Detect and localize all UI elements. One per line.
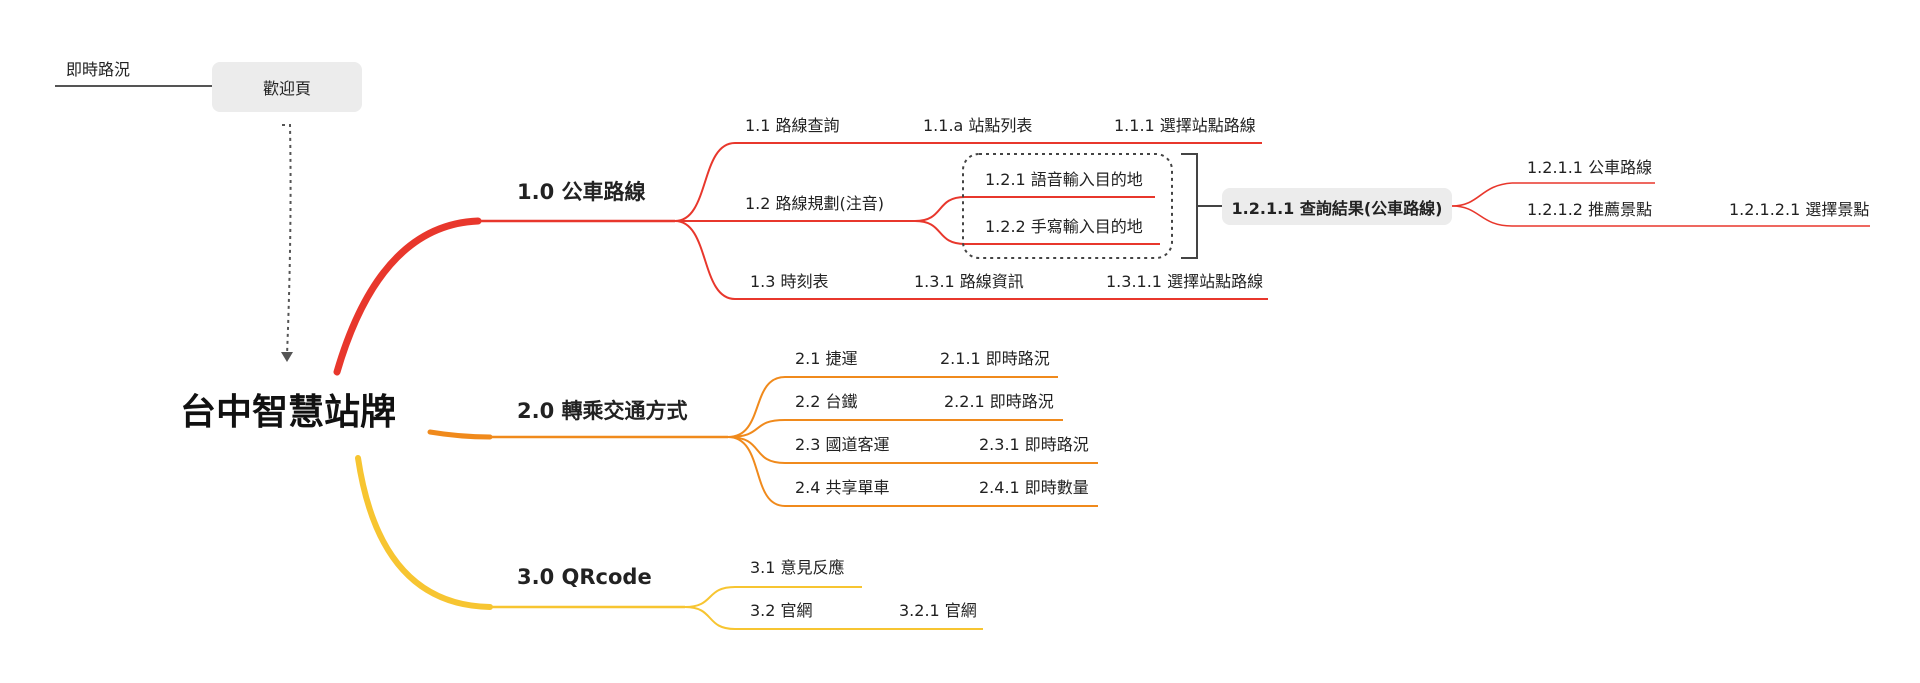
branch1-trunk (333, 217, 482, 376)
b1-c3 (674, 220, 736, 300)
node-1-2-1[interactable]: 1.2.1 語音輸入目的地 (985, 170, 1143, 189)
node-3-2-1[interactable]: 3.2.1 官網 (899, 601, 977, 620)
result-c1 (1451, 182, 1513, 207)
node-1-1-1[interactable]: 1.1.1 選擇站點路線 (1114, 116, 1256, 135)
arrow-head (281, 352, 293, 362)
node-1-3[interactable]: 1.3 時刻表 (750, 272, 829, 291)
node-1-2-1-1-label: 1.2.1.1 查詢結果(公車路線) (1231, 198, 1443, 218)
node-result-bus-route[interactable]: 1.2.1.1 公車路線 (1527, 158, 1653, 177)
node-1-2[interactable]: 1.2 路線規劃(注音) (745, 194, 885, 213)
node-2-2-1[interactable]: 2.2.1 即時路況 (944, 392, 1054, 411)
branch2-trunk (427, 429, 493, 440)
branch1-topic[interactable]: 1.0 公車路線 (517, 180, 646, 204)
b1-2-c2 (914, 220, 966, 245)
branch2-topic[interactable]: 2.0 轉乘交通方式 (517, 399, 688, 423)
node-1-1a[interactable]: 1.1.a 站點列表 (923, 116, 1033, 135)
b2-c3 (727, 436, 786, 464)
welcome-realtime-label[interactable]: 即時路況 (66, 60, 131, 79)
b3-c2 (684, 606, 736, 630)
b3-c1 (684, 586, 736, 608)
result-c2 (1451, 205, 1513, 227)
node-result-recommend[interactable]: 1.2.1.2 推薦景點 (1527, 200, 1653, 219)
group-bracket (1181, 153, 1222, 259)
node-1-1[interactable]: 1.1 路線查詢 (745, 116, 840, 135)
node-3-2[interactable]: 3.2 官網 (750, 601, 813, 620)
node-2-4-1[interactable]: 2.4.1 即時數量 (979, 478, 1089, 497)
node-2-1-1[interactable]: 2.1.1 即時路況 (940, 349, 1050, 368)
node-2-4[interactable]: 2.4 共享單車 (795, 478, 890, 497)
welcome-dotted-arrow (282, 124, 292, 356)
node-2-2[interactable]: 2.2 台鐵 (795, 392, 858, 411)
root-topic[interactable]: 台中智慧站牌 (180, 392, 397, 433)
node-2-3[interactable]: 2.3 國道客運 (795, 435, 890, 454)
b2-c1 (727, 376, 786, 438)
node-2-3-1[interactable]: 2.3.1 即時路況 (979, 435, 1089, 454)
node-select-spot[interactable]: 1.2.1.2.1 選擇景點 (1729, 200, 1870, 219)
node-1-3-1-1[interactable]: 1.3.1.1 選擇站點路線 (1106, 272, 1264, 291)
branch3-topic[interactable]: 3.0 QRcode (517, 565, 652, 589)
branch3-trunk (355, 455, 493, 610)
b1-2-c1 (914, 196, 966, 222)
b2-c2 (727, 419, 786, 438)
group-dashed-box (962, 153, 1173, 259)
b1-c1 (674, 142, 736, 222)
node-1-2-1-1-result[interactable]: 1.2.1.1 查詢結果(公車路線) (1222, 188, 1452, 225)
node-2-1[interactable]: 2.1 捷運 (795, 349, 858, 368)
welcome-page-label: 歡迎頁 (262, 79, 311, 98)
node-1-2-2[interactable]: 1.2.2 手寫輸入目的地 (985, 217, 1143, 236)
node-3-1[interactable]: 3.1 意見反應 (750, 558, 845, 577)
welcome-page-node[interactable]: 歡迎頁 (212, 62, 362, 112)
b2-c4 (727, 436, 786, 507)
node-1-3-1[interactable]: 1.3.1 路線資訊 (914, 272, 1024, 291)
